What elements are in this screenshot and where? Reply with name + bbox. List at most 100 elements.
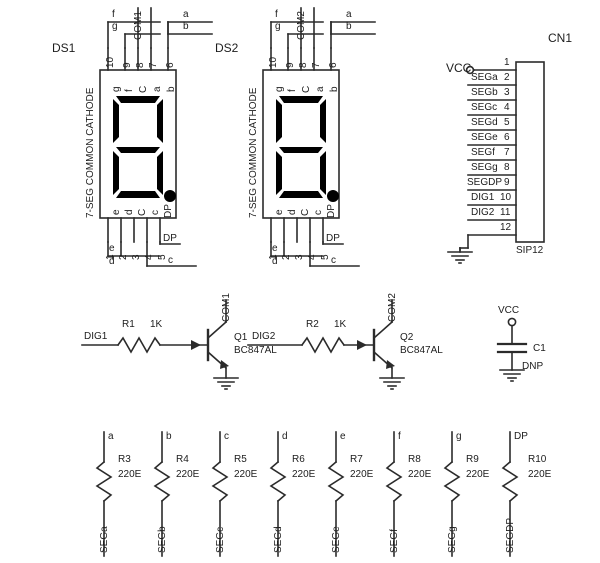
ds2-netb-e: e: [272, 243, 278, 254]
ds1-netb-d: d: [109, 256, 115, 267]
r2-ref: R2: [306, 319, 319, 330]
ds1-inner-g: g: [111, 86, 122, 92]
cn1-pinnum-4: 4: [504, 102, 510, 113]
r1-value: 1K: [150, 319, 163, 330]
ds1-netb-c: c: [168, 255, 173, 266]
ds1-digit-glyph: [113, 96, 176, 202]
r9-top-net: g: [456, 431, 462, 442]
r9-value: 220E: [466, 469, 490, 480]
r3-bottom-net: SEGa: [99, 526, 110, 553]
cn1-pinnum-8: 8: [504, 162, 510, 173]
cn1-pinnum-3: 3: [504, 87, 510, 98]
r3-value: 220E: [118, 469, 142, 480]
ds1-inner-f: f: [124, 89, 135, 92]
ds1-top-pin-6: 6: [165, 62, 176, 68]
cn1-pinnum-1: 1: [504, 57, 510, 68]
r4-value: 220E: [176, 469, 200, 480]
ds2-netb-dp: DP: [326, 233, 340, 244]
r5-ref: R5: [234, 454, 247, 465]
ds2-inner-g: g: [274, 86, 285, 92]
cn1-ground-symbol: [447, 251, 473, 264]
ds2-top-pin-8: 8: [298, 62, 309, 68]
r10-top-net: DP: [514, 431, 528, 442]
ds1-inner-e: e: [111, 209, 122, 215]
cn1-net-segdp: SEGDP: [467, 177, 503, 188]
r6-ref: R6: [292, 454, 305, 465]
r2-value: 1K: [334, 319, 347, 330]
ds2-digit-glyph: [276, 96, 339, 202]
cn1-net-sega: SEGa: [471, 72, 498, 83]
ds1-top-pin-8: 8: [135, 62, 146, 68]
r7-bottom-net: SEGe: [331, 526, 342, 553]
q1-ref: Q1: [234, 332, 248, 343]
cn1-pinnum-5: 5: [504, 117, 510, 128]
ds1-netb-dp: DP: [163, 233, 177, 244]
ds1-inner-b: b: [166, 86, 177, 92]
ds2-net-g: g: [275, 21, 281, 32]
r7-value: 220E: [350, 469, 374, 480]
cn1-ref: CN1: [548, 31, 573, 45]
ds1-bot-pin-2: 2: [118, 254, 129, 260]
cn1-pinnum-9: 9: [504, 177, 510, 188]
c1-value: DNP: [522, 361, 544, 372]
ds2-inner-f: f: [287, 89, 298, 92]
ds1-bot-pin-5: 5: [157, 254, 168, 260]
r5-bottom-net: SEGc: [215, 526, 226, 553]
cn1-pinnum-10: 10: [500, 192, 512, 203]
ds2-bot-pin-2: 2: [281, 254, 292, 260]
ds1-top-pin-10: 10: [105, 56, 116, 68]
ds1-type-label: 7-SEG COMMON CATHODE: [85, 87, 96, 218]
r4-top-net: b: [166, 431, 172, 442]
q2-part: BC847AL: [400, 345, 443, 356]
ds2-inner-c-bot: C: [300, 208, 311, 216]
r10-value: 220E: [528, 469, 552, 480]
ds2-netb-c: c: [331, 255, 336, 266]
cn1-pinnum-2: 2: [504, 72, 510, 83]
ds2-inner-a: a: [315, 86, 326, 92]
ds1-top-pin-7: 7: [148, 62, 159, 68]
ds2-bot-pin-4: 4: [307, 254, 318, 260]
cn1-vcc-label: VCC: [446, 61, 472, 75]
r1-ref: R1: [122, 319, 135, 330]
c1-ref: C1: [533, 343, 546, 354]
ds2-top-pin-9: 9: [285, 62, 296, 68]
ds1-net-com1: COM1: [133, 11, 144, 40]
cn1-net-segf: SEGf: [471, 147, 495, 158]
cn1-net-dig2: DIG2: [471, 207, 495, 218]
ds1-netb-e: e: [109, 243, 115, 254]
ds1-inner-c2: c: [150, 210, 161, 215]
r9-ref: R9: [466, 454, 479, 465]
q1-part: BC847AL: [234, 345, 277, 356]
r8-top-net: f: [398, 431, 401, 442]
ds1-top-pin-9: 9: [122, 62, 133, 68]
r3-ref: R3: [118, 454, 131, 465]
ds2-inner-c2: c: [313, 210, 324, 215]
r6-value: 220E: [292, 469, 316, 480]
ds1-bot-pin-4: 4: [144, 254, 155, 260]
ds1-inner-c-top: C: [138, 85, 149, 93]
r9-bottom-net: SEGg: [447, 526, 458, 553]
ds2-bot-pin-5: 5: [320, 254, 331, 260]
q2-ground-symbol: [379, 377, 405, 390]
ds2-inner-b: b: [329, 86, 340, 92]
ds1-inner-d: d: [124, 209, 135, 215]
ds1-inner-dp: DP: [163, 204, 174, 218]
r2-symbol: [300, 336, 346, 354]
cn1-net-segc: SEGc: [471, 102, 498, 113]
r8-bottom-net: SEGf: [389, 529, 400, 553]
ds1-bot-pin-3: 3: [131, 254, 142, 260]
r5-value: 220E: [234, 469, 258, 480]
r10-bottom-net: SEGDP: [505, 517, 516, 553]
dig1-net-label: DIG1: [84, 331, 108, 342]
q2-ref: Q2: [400, 332, 414, 343]
ds2-net-com2: COM2: [296, 11, 307, 40]
c1-ground-symbol: [499, 369, 525, 382]
cn1-pinnum-7: 7: [504, 147, 510, 158]
ds2-top-pin-7: 7: [311, 62, 322, 68]
cn1-net-segg: SEGg: [471, 162, 498, 173]
ds1-ref: DS1: [52, 41, 76, 55]
r4-ref: R4: [176, 454, 189, 465]
cn1-net-dig1: DIG1: [471, 192, 495, 203]
cn1-pinnum-11: 11: [500, 207, 511, 218]
